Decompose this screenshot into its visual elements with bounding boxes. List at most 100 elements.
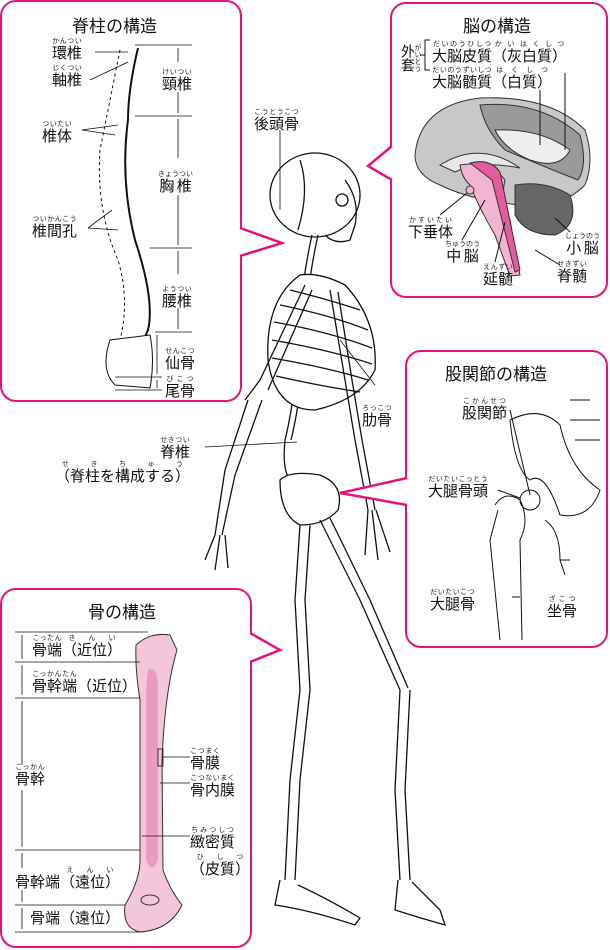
label-cerebral-cortex: 大脳皮質だいのうひしつ（灰白質）かいはくしつ — [432, 40, 567, 64]
brain-panel-title: 脳の構造 — [463, 17, 531, 37]
label-text: 緻密質 — [190, 833, 236, 851]
label-medulla-oblongata: 延髄えんずい — [483, 263, 513, 287]
label-ruby: びこつ — [165, 375, 196, 383]
label-midbrain: 中脳ちゅうのう — [445, 240, 480, 264]
label-occipital-bone: 後頭骨こうとうこつ — [254, 108, 299, 132]
label-epiphysis-proximal: 骨端こったん（近位）きんい — [32, 634, 122, 658]
label-ruby: ついかんこう — [32, 215, 78, 223]
label-ruby: ちゅうのう — [445, 240, 480, 248]
label-text: 外套 — [399, 44, 415, 72]
label-text: 大脳皮質 — [432, 47, 493, 65]
label-ruby: ついたい — [42, 120, 73, 128]
label-femur: 大腿骨だいたいこつ — [430, 588, 475, 612]
label-metaphysis-proximal: 骨幹端こっかんたん（近位） — [32, 670, 137, 694]
skull — [269, 152, 361, 243]
label-epiphysis-distal: 骨端（遠位） — [30, 911, 120, 926]
label-ruby: きんい — [62, 634, 123, 642]
label-text: 肋骨 — [362, 411, 393, 429]
label-ruby: ろっこつ — [362, 404, 393, 412]
label-text: （近位） — [62, 641, 123, 659]
spine-panel-title: 脊柱の構造 — [72, 17, 157, 37]
label-ruby: きょうつい — [158, 170, 193, 178]
label-text: （近位） — [77, 677, 138, 695]
label-cerebellum: 小脳しょうのう — [565, 232, 600, 256]
label-text: 骨幹端 — [15, 873, 61, 891]
label-text: 骨幹端 — [32, 677, 78, 695]
label-ruby: こうとうこつ — [254, 108, 300, 116]
label-sacrum: 仙骨せんこつ — [165, 347, 195, 371]
label-vertebra-note: （脊柱を構成する）せきちゅう — [55, 460, 190, 484]
label-text: （遠位） — [60, 873, 121, 891]
label-ruby: こつないまく — [190, 774, 236, 782]
label-text: （灰白質） — [492, 47, 568, 65]
label-text: 胸椎 — [158, 177, 193, 195]
pelvis — [279, 472, 341, 526]
label-text: 椎体 — [42, 127, 73, 145]
label-ruby: かすいたい — [408, 216, 454, 224]
label-ruby: えんずい — [483, 263, 514, 271]
bone-panel-title: 骨の構造 — [88, 603, 156, 623]
label-text: （皮質） — [190, 860, 251, 878]
label-cervical: 頸椎けいつい — [162, 68, 192, 92]
label-vertebral-body: 椎体ついたい — [42, 120, 72, 144]
label-ruby: せきずい — [557, 260, 588, 268]
label-hip-joint: 股関節こかんせつ — [462, 397, 507, 421]
label-ruby: せんこつ — [165, 347, 196, 355]
label-atlas: 環椎かんつい — [52, 37, 82, 61]
label-text: 骨端 — [30, 909, 61, 927]
label-femoral-head: 大腿骨頭だいたいこっとう — [428, 475, 488, 499]
label-ruby: ちみつしつ — [190, 826, 235, 834]
label-ruby: だいたいこつ — [430, 588, 476, 596]
label-ruby: ざこつ — [547, 595, 578, 603]
label-axis: 軸椎じくつい — [52, 64, 82, 88]
label-ruby: ようつい — [162, 285, 193, 293]
label-pituitary: 下垂体かすいたい — [408, 216, 453, 240]
label-text: 骨幹 — [15, 770, 46, 788]
label-text: 坐骨 — [547, 602, 578, 620]
label-diaphysis: 骨幹こっかん — [15, 763, 45, 787]
label-thoracic: 胸椎きょうつい — [158, 170, 193, 194]
bone-structure-panel — [0, 588, 252, 948]
label-text: 頸椎 — [162, 75, 193, 93]
label-text: 骨内膜 — [190, 781, 236, 799]
label-ruby: しょうのう — [565, 232, 600, 240]
label-compact-bone: 緻密質ちみつしつ — [190, 826, 235, 850]
label-vertebra: 脊椎せきつい — [160, 436, 190, 460]
arms — [204, 284, 391, 571]
label-pallium: 外套がいとう — [399, 44, 422, 72]
label-text: 股関節 — [462, 404, 508, 422]
label-ruby: せきつい — [160, 436, 191, 444]
label-ruby: こっかんたん — [32, 670, 77, 678]
label-text: （遠位） — [60, 909, 121, 927]
label-ruby: かいはくしつ — [492, 40, 568, 48]
label-text: 環椎 — [52, 44, 83, 62]
label-text: 後頭骨 — [254, 115, 300, 133]
label-text: 脊髄 — [557, 267, 588, 285]
label-ruby: はくしつ — [492, 66, 553, 74]
label-text: 大腿骨 — [430, 595, 476, 613]
label-ruby: こったん — [32, 634, 63, 642]
legs — [274, 517, 447, 926]
label-ruby: えんい — [60, 866, 121, 874]
label-text: 小脳 — [565, 239, 600, 257]
label-ruby: こつまく — [190, 747, 221, 755]
label-text: （脊柱を構成する） — [55, 467, 191, 485]
label-ruby: こかんせつ — [462, 397, 508, 405]
label-ruby: じくつい — [52, 64, 83, 72]
label-text: （白質） — [492, 73, 553, 91]
label-text: 大腿骨頭 — [428, 482, 489, 500]
label-intervertebral-foramen: 椎間孔ついかんこう — [32, 215, 77, 239]
label-text: 中脳 — [445, 247, 480, 265]
label-ruby: がいとう — [414, 44, 422, 72]
label-ruby: だいのうずいしつ — [432, 66, 492, 74]
label-text: 大脳髄質 — [432, 73, 493, 91]
